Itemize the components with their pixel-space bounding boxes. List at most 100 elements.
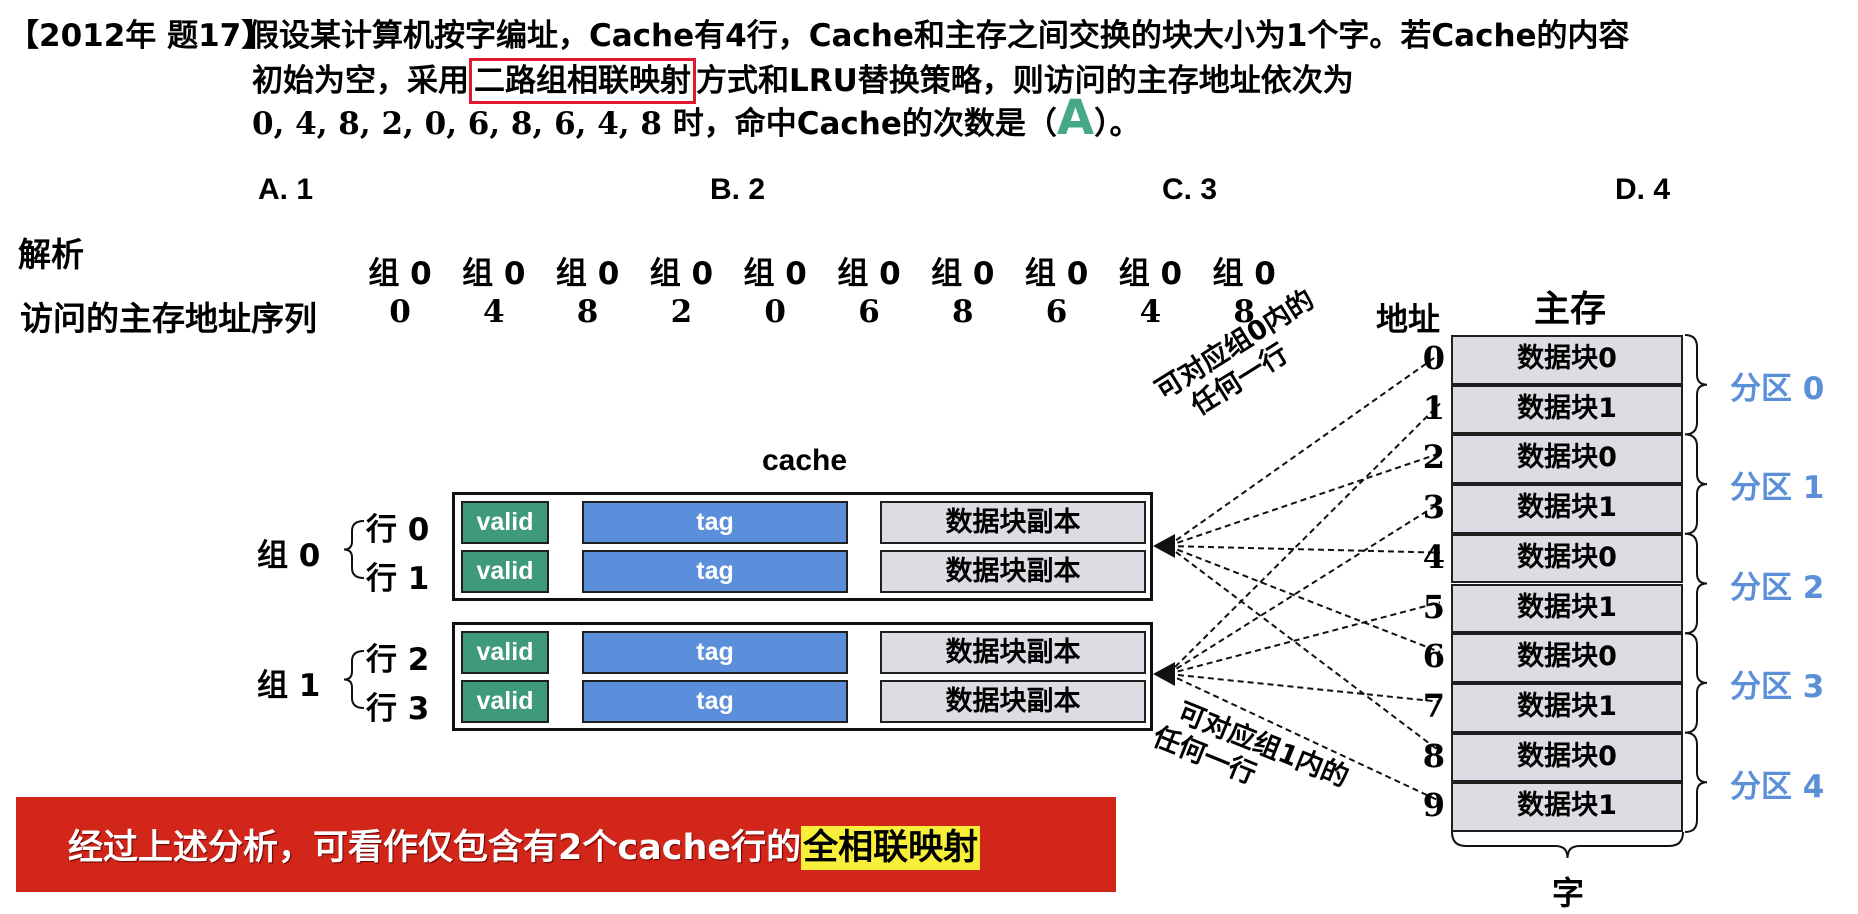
valid-bit-row-2: valid	[461, 631, 549, 674]
sequence-label: 访问的主存地址序列	[20, 299, 317, 338]
mapping-line-group-1	[1167, 673, 1441, 703]
question-line-3-a: 时，命中Cache的次数是（	[661, 106, 1057, 142]
option-b[interactable]: B. 2	[710, 173, 766, 206]
sequence-group: 组 0	[462, 256, 526, 292]
partition-brace	[1684, 632, 1708, 734]
sequence-address: 4	[483, 294, 505, 330]
valid-bit-row-0: valid	[461, 501, 549, 544]
conclusion-highlight: 全相联映射	[801, 826, 981, 870]
partition-brace	[1684, 433, 1708, 535]
memory-address: 7	[1422, 686, 1445, 725]
sequence-group: 组 0	[1212, 256, 1276, 292]
sequence-address: 0	[764, 294, 786, 330]
sequence-group: 组 0	[931, 256, 995, 292]
sequence-group: 组 0	[1024, 256, 1089, 292]
sequence-address: 2	[670, 294, 693, 330]
mapping-line-group-1	[1167, 502, 1441, 675]
memory-block: 数据块0	[1451, 633, 1683, 683]
answer-letter: A	[1056, 90, 1095, 146]
group-1-brace	[343, 650, 365, 709]
conclusion-main: 经过上述分析，可看作仅包含有2个cache行的	[68, 828, 802, 868]
sequence-address: 6	[1045, 294, 1068, 330]
mapping-line-group-0	[1167, 452, 1441, 547]
partition-label: 分区 0	[1730, 371, 1825, 407]
tag-row-0: tag	[582, 501, 848, 544]
question-line-2-b: 方式和LRU替换策略，则访问的主存地址依次为	[696, 63, 1354, 99]
arrowhead-group-1	[1153, 662, 1175, 686]
block-copy-row-2: 数据块副本	[880, 631, 1146, 674]
memory-block: 数据块1	[1451, 484, 1683, 534]
group-1-label: 组 1	[257, 668, 321, 704]
analysis-title: 解析	[18, 235, 84, 274]
memory-address: 2	[1422, 438, 1445, 477]
sequence-group: 组 0	[555, 256, 620, 292]
memory-block: 数据块1	[1451, 782, 1683, 832]
row-1-label: 行 1	[366, 561, 430, 597]
sequence-group: 组 0	[1118, 256, 1183, 292]
sequence-group: 组 0	[837, 256, 901, 292]
partition-label: 分区 2	[1730, 569, 1825, 606]
mapping-line-group-0	[1167, 545, 1441, 753]
memory-title: 主存	[1534, 289, 1607, 330]
tag-row-3: tag	[582, 680, 848, 723]
question-line-3: 0, 4, 8, 2, 0, 6, 8, 6, 4, 8 时，命中Cache的次…	[252, 94, 1141, 146]
partition-label: 分区 4	[1730, 768, 1825, 805]
address-sequence: 0, 4, 8, 2, 0, 6, 8, 6, 4, 8	[252, 106, 662, 142]
sequence-address: 8	[1233, 294, 1255, 330]
sequence-address: 0	[389, 294, 411, 330]
memory-block: 数据块0	[1451, 533, 1683, 584]
block-copy-row-1: 数据块副本	[880, 550, 1146, 593]
conclusion-banner: 经过上述分析，可看作仅包含有2个cache行的全相联映射	[16, 797, 1116, 892]
question-line-1: 假设某计算机按字编址，Cache有4行，Cache和主存之间交换的块大小为1个字…	[248, 18, 1630, 54]
partition-brace	[1684, 334, 1708, 436]
memory-block: 数据块1	[1451, 583, 1683, 634]
group-0-label: 组 0	[257, 538, 321, 574]
sequence-group: 组 0	[368, 256, 432, 292]
memory-address: 0	[1422, 339, 1445, 377]
sequence-address: 6	[858, 294, 880, 330]
row-0-label: 行 0	[366, 512, 430, 548]
address-label: 地址	[1376, 300, 1441, 338]
sequence-address: 8	[576, 294, 599, 330]
valid-bit-row-3: valid	[461, 680, 549, 723]
word-label: 字	[1552, 874, 1585, 912]
memory-address: 4	[1422, 537, 1445, 576]
memory-address: 3	[1422, 488, 1445, 527]
partition-label: 分区 3	[1730, 669, 1825, 706]
memory-address: 5	[1422, 587, 1445, 626]
row-3-label: 行 3	[366, 691, 430, 727]
question-prefix: 【2012年 题17】	[8, 18, 273, 54]
memory-block: 数据块0	[1451, 335, 1683, 385]
highlighted-term: 二路组相联映射	[469, 58, 696, 104]
option-c[interactable]: C. 3	[1162, 173, 1218, 206]
mapping-line-group-1	[1167, 402, 1441, 675]
memory-address: 8	[1422, 736, 1445, 775]
partition-label: 分区 1	[1730, 470, 1825, 507]
tag-row-1: tag	[582, 550, 848, 593]
memory-address: 1	[1422, 388, 1445, 427]
conclusion-text: 经过上述分析，可看作仅包含有2个cache行的全相联映射	[68, 819, 981, 870]
question-line-2-a: 初始为空，采用	[252, 63, 469, 99]
option-d[interactable]: D. 4	[1615, 173, 1671, 206]
arrowhead-group-0	[1153, 534, 1175, 558]
sequence-address: 4	[1139, 294, 1162, 330]
cache-title: cache	[762, 444, 848, 477]
row-2-label: 行 2	[366, 642, 430, 678]
mapping-line-group-1	[1167, 673, 1441, 803]
partition-brace	[1684, 731, 1708, 833]
word-brace	[1451, 831, 1684, 859]
mapping-line-group-1	[1167, 601, 1441, 675]
memory-block: 数据块0	[1451, 732, 1683, 783]
memory-block: 数据块1	[1451, 682, 1683, 733]
mapping-line-group-0	[1167, 545, 1441, 554]
memory-block: 数据块1	[1451, 384, 1683, 435]
question-line-2: 初始为空，采用二路组相联映射方式和LRU替换策略，则访问的主存地址依次为	[252, 58, 1354, 104]
valid-bit-row-1: valid	[461, 550, 549, 593]
question-line-3-b: ）。	[1094, 106, 1141, 142]
option-a[interactable]: A. 1	[258, 173, 314, 206]
sequence-address: 8	[952, 294, 974, 330]
sequence-group: 组 0	[743, 256, 807, 292]
mapping-line-group-0	[1167, 545, 1441, 653]
mapping-line-group-0	[1167, 353, 1441, 547]
